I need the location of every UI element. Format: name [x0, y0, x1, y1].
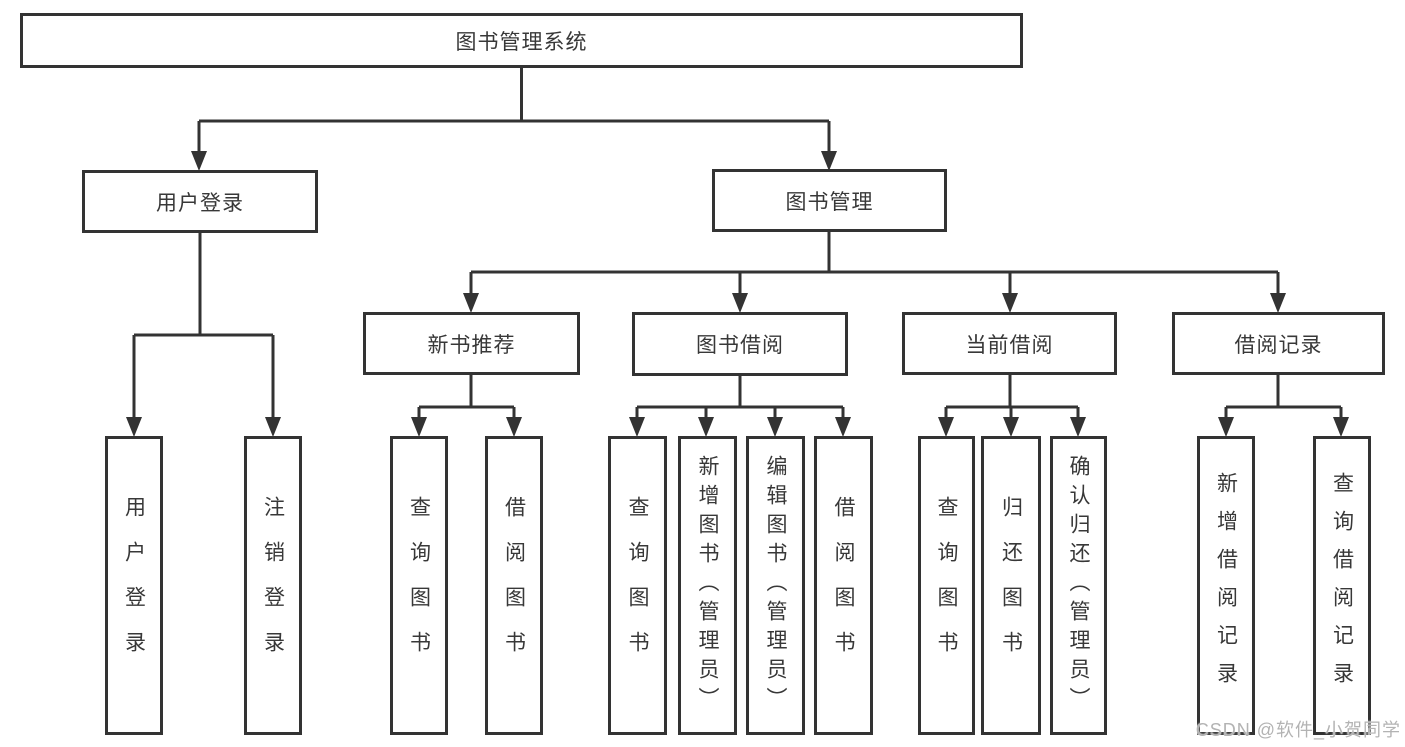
- leaf-add-borrow-record: 新增借阅记录: [1197, 436, 1255, 735]
- node-book-borrowing: 图书借阅: [632, 312, 848, 376]
- leaf-query-books-borrow: 查询图书: [608, 436, 667, 735]
- node-new-book-recommend: 新书推荐: [363, 312, 580, 375]
- arrowheads: [126, 151, 1349, 437]
- node-current-borrowing: 当前借阅: [902, 312, 1117, 375]
- leaf-return-books: 归还图书: [981, 436, 1041, 735]
- node-borrow-records: 借阅记录: [1172, 312, 1385, 375]
- leaf-confirm-return-admin: 确认归还（管理员）: [1050, 436, 1107, 735]
- leaf-logout: 注销登录: [244, 436, 302, 735]
- leaf-query-books-newbook: 查询图书: [390, 436, 448, 735]
- node-root-system: 图书管理系统: [20, 13, 1023, 68]
- csdn-watermark: CSDN @软件_小贺同学: [1195, 720, 1401, 740]
- leaf-edit-books-admin: 编辑图书（管理员）: [746, 436, 805, 735]
- node-book-management: 图书管理: [712, 169, 947, 232]
- leaf-query-borrow-record: 查询借阅记录: [1313, 436, 1371, 735]
- leaf-borrow-books: 借阅图书: [814, 436, 873, 735]
- node-user-login: 用户登录: [82, 170, 318, 233]
- leaf-borrow-books-newbook: 借阅图书: [485, 436, 543, 735]
- leaf-query-books-current: 查询图书: [918, 436, 975, 735]
- leaf-add-books-admin: 新增图书（管理员）: [678, 436, 737, 735]
- leaf-user-login: 用户登录: [105, 436, 163, 735]
